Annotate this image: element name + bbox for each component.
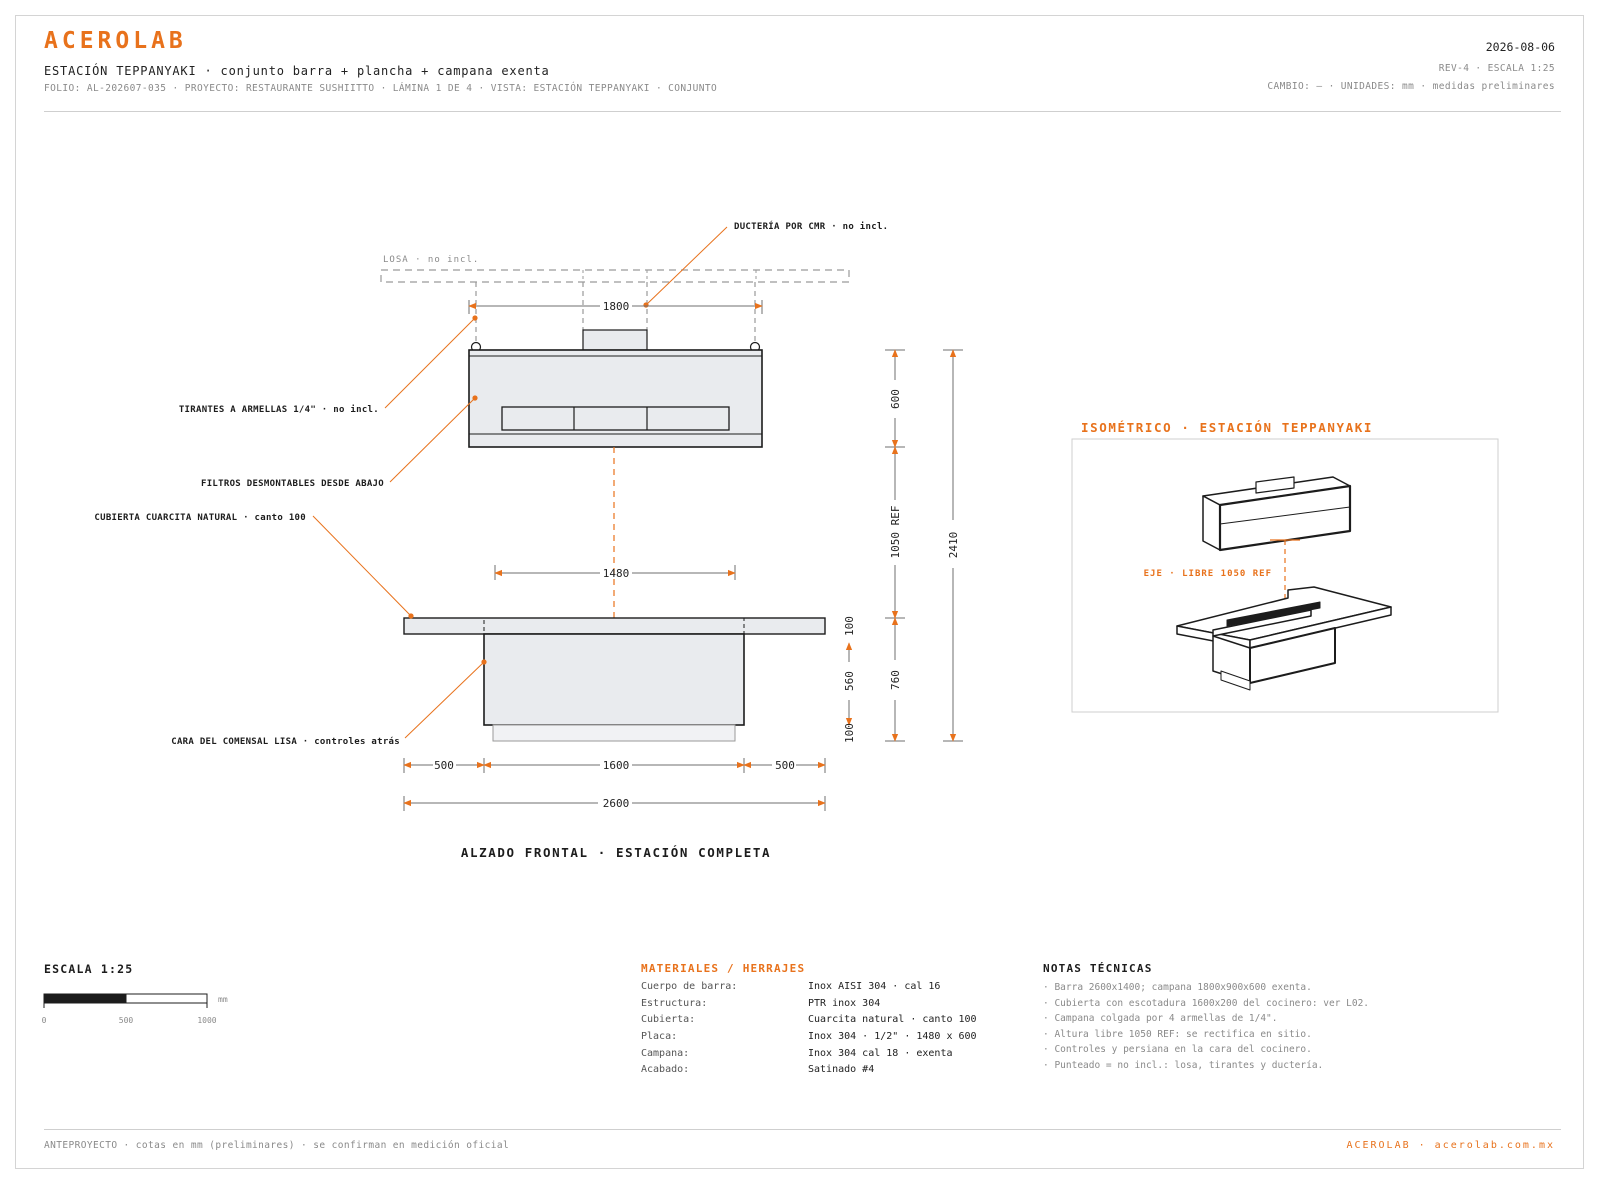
material-key: Estructura: bbox=[641, 997, 708, 1009]
issue-date: 2026-08-06 bbox=[1485, 40, 1555, 54]
dim-overhang-left: 500 bbox=[434, 759, 454, 772]
footer-divider bbox=[44, 1129, 1561, 1130]
note-item: · Campana colgada por 4 armellas de 1/4"… bbox=[1043, 1013, 1278, 1025]
dim-top-thickness: 100 bbox=[843, 616, 856, 636]
material-value: PTR inox 304 bbox=[808, 997, 881, 1009]
dim-total-width: 2600 bbox=[603, 797, 630, 810]
iso-title: ISOMÉTRICO · ESTACIÓN TEPPANYAKI bbox=[1081, 420, 1373, 435]
scale-tick-0: 0 bbox=[42, 1016, 47, 1025]
iso-bar bbox=[1176, 586, 1392, 691]
callout-ducting: DUCTERÍA POR CMR · no incl. bbox=[734, 220, 888, 232]
dim-hood-height: 600 bbox=[889, 389, 902, 409]
callout-leaders bbox=[312, 226, 728, 739]
scale-tick-500: 500 bbox=[119, 1016, 134, 1025]
iso-frame bbox=[1071, 438, 1499, 713]
material-key: Placa: bbox=[641, 1031, 678, 1043]
materials-row: Placa: Inox 304 · 1/2" · 1480 x 600 bbox=[641, 1031, 977, 1048]
materials-row: Campana: Inox 304 cal 18 · exenta bbox=[641, 1048, 977, 1065]
horizontal-dimension-values: 1800 1480 500 1600 500 2600 bbox=[434, 300, 795, 810]
callout-filters: FILTROS DESMONTABLES DESDE ABAJO bbox=[201, 479, 384, 489]
header-divider bbox=[44, 111, 1561, 112]
slab-label: LOSA · no incl. bbox=[383, 255, 479, 265]
dim-overhang-right: 500 bbox=[775, 759, 795, 772]
dim-griddle-width: 1480 bbox=[603, 567, 630, 580]
materials-row: Cubierta: Cuarcita natural · canto 100 bbox=[641, 1014, 977, 1031]
material-key: Cubierta: bbox=[641, 1014, 696, 1026]
material-value: Inox AISI 304 · cal 16 bbox=[808, 981, 941, 992]
note-item: · Controles y persiana en la cara del co… bbox=[1043, 1044, 1312, 1056]
revision-scale: REV-4 · ESCALA 1:25 bbox=[1438, 63, 1555, 74]
material-key: Cuerpo de barra: bbox=[641, 981, 738, 992]
dim-plinth-height: 100 bbox=[843, 723, 856, 743]
callout-rods: TIRANTES A ARMELLAS 1/4" · no incl. bbox=[179, 404, 379, 415]
graphic-scale-bar bbox=[43, 993, 208, 1008]
note-item: · Punteado = no incl.: losa, tirantes y … bbox=[1043, 1059, 1324, 1071]
dim-body-height: 560 bbox=[843, 671, 856, 691]
note-item: · Barra 2600x1400; campana 1800x900x600 … bbox=[1043, 982, 1312, 993]
material-value: Satinado #4 bbox=[808, 1064, 875, 1076]
materials-table: Cuerpo de barra: Inox AISI 304 · cal 16 E… bbox=[641, 981, 977, 1081]
notes-title: NOTAS TÉCNICAS bbox=[1043, 962, 1153, 975]
materials-title: MATERIALES / HERRAJES bbox=[641, 962, 806, 975]
material-value: Inox 304 · 1/2" · 1480 x 600 bbox=[808, 1031, 977, 1043]
material-key: Acabado: bbox=[641, 1064, 690, 1076]
scale-unit: mm bbox=[218, 995, 228, 1004]
footer-disclaimer: ANTEPROYECTO · cotas en mm (preliminares… bbox=[44, 1140, 510, 1151]
bar-elevation bbox=[403, 617, 826, 742]
notes-list: · Barra 2600x1400; campana 1800x900x600 … bbox=[1043, 982, 1369, 1076]
iso-hood bbox=[1202, 476, 1352, 552]
elevation-caption: ALZADO FRONTAL · ESTACIÓN COMPLETA bbox=[461, 845, 771, 860]
folio-line: FOLIO: AL-202607-035 · PROYECTO: RESTAUR… bbox=[44, 83, 718, 94]
drawing-title: ESTACIÓN TEPPANYAKI · conjunto barra + p… bbox=[44, 64, 550, 78]
scale-tick-1000: 1000 bbox=[197, 1016, 216, 1025]
material-value: Inox 304 cal 18 · exenta bbox=[808, 1047, 953, 1059]
material-value: Cuarcita natural · canto 100 bbox=[808, 1014, 977, 1026]
dim-bar-width: 1600 bbox=[603, 759, 630, 772]
callout-dots bbox=[408, 302, 649, 665]
horizontal-dimension-lines bbox=[403, 300, 826, 811]
dim-clearance: 1050 REF bbox=[889, 506, 902, 559]
hanger-rods bbox=[475, 282, 756, 344]
footer-website-link[interactable]: ACEROLAB · acerolab.com.mx bbox=[1346, 1140, 1555, 1151]
change-units: CAMBIO: — · UNIDADES: mm · medidas preli… bbox=[1267, 81, 1555, 92]
scale-title: ESCALA 1:25 bbox=[44, 962, 134, 976]
slab-outline bbox=[380, 269, 850, 283]
callout-countertop: CUBIERTA CUARCITA NATURAL · canto 100 bbox=[94, 513, 306, 523]
materials-row: Acabado: Satinado #4 bbox=[641, 1064, 977, 1081]
hood-elevation bbox=[468, 329, 763, 448]
note-item: · Altura libre 1050 REF: se rectifica en… bbox=[1043, 1028, 1312, 1040]
brand-logo: ACEROLAB bbox=[44, 28, 187, 54]
iso-axis-label: EJE · LIBRE 1050 REF bbox=[1144, 569, 1272, 579]
drawing-sheet bbox=[15, 15, 1584, 1169]
material-key: Campana: bbox=[641, 1047, 690, 1059]
materials-row: Cuerpo de barra: Inox AISI 304 · cal 16 bbox=[641, 981, 977, 998]
dim-bar-height: 760 bbox=[889, 670, 902, 690]
note-item: · Cubierta con escotadura 1600x200 del c… bbox=[1043, 997, 1370, 1009]
callout-customer-face: CARA DEL COMENSAL LISA · controles atrás bbox=[171, 737, 400, 747]
dim-total-height: 2410 bbox=[947, 532, 960, 559]
vertical-dimension-lines bbox=[845, 349, 963, 742]
materials-row: Estructura: PTR inox 304 bbox=[641, 998, 977, 1015]
vertical-dimension-values: 600 1050 REF 760 2410 100 560 100 bbox=[843, 389, 960, 743]
dim-hood-width: 1800 bbox=[603, 300, 630, 313]
